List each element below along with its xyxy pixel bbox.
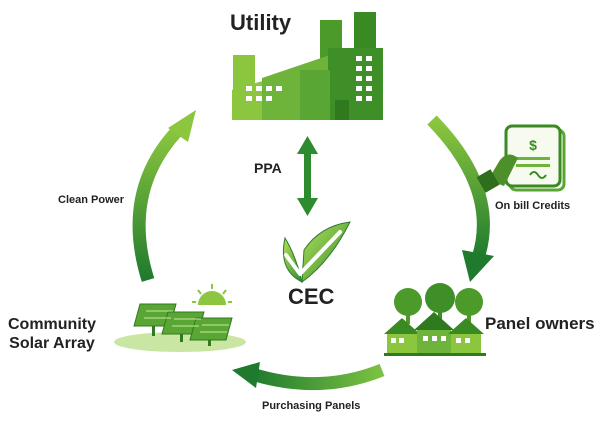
clean-power-label: Clean Power bbox=[58, 194, 125, 206]
svg-text:$: $ bbox=[529, 137, 537, 153]
ppa-label: PPA bbox=[254, 160, 282, 176]
purchasing-panels-label: Purchasing Panels bbox=[262, 400, 361, 412]
arrow-panel-owners-to-community bbox=[232, 362, 385, 391]
ppa-double-arrow bbox=[297, 136, 318, 216]
community-label-line-1: Community bbox=[8, 316, 96, 333]
houses-icon bbox=[384, 283, 486, 356]
community-label-line-2: Solar Array bbox=[9, 335, 95, 352]
solar-panels-icon bbox=[114, 284, 246, 352]
cec-label: CEC bbox=[288, 284, 335, 309]
cec-leaf-check-icon bbox=[282, 221, 351, 284]
community-solar-array-label: Community Solar Array bbox=[8, 315, 96, 353]
arrow-community-to-utility bbox=[132, 110, 196, 282]
bill-credit-icon: $ bbox=[476, 124, 566, 193]
utility-label: Utility bbox=[230, 10, 292, 35]
on-bill-credits-label: On bill Credits bbox=[495, 200, 571, 212]
panel-owners-label: Panel owners bbox=[485, 314, 595, 333]
arrow-utility-to-panel-owners bbox=[427, 115, 494, 282]
factory-icon bbox=[232, 12, 383, 120]
